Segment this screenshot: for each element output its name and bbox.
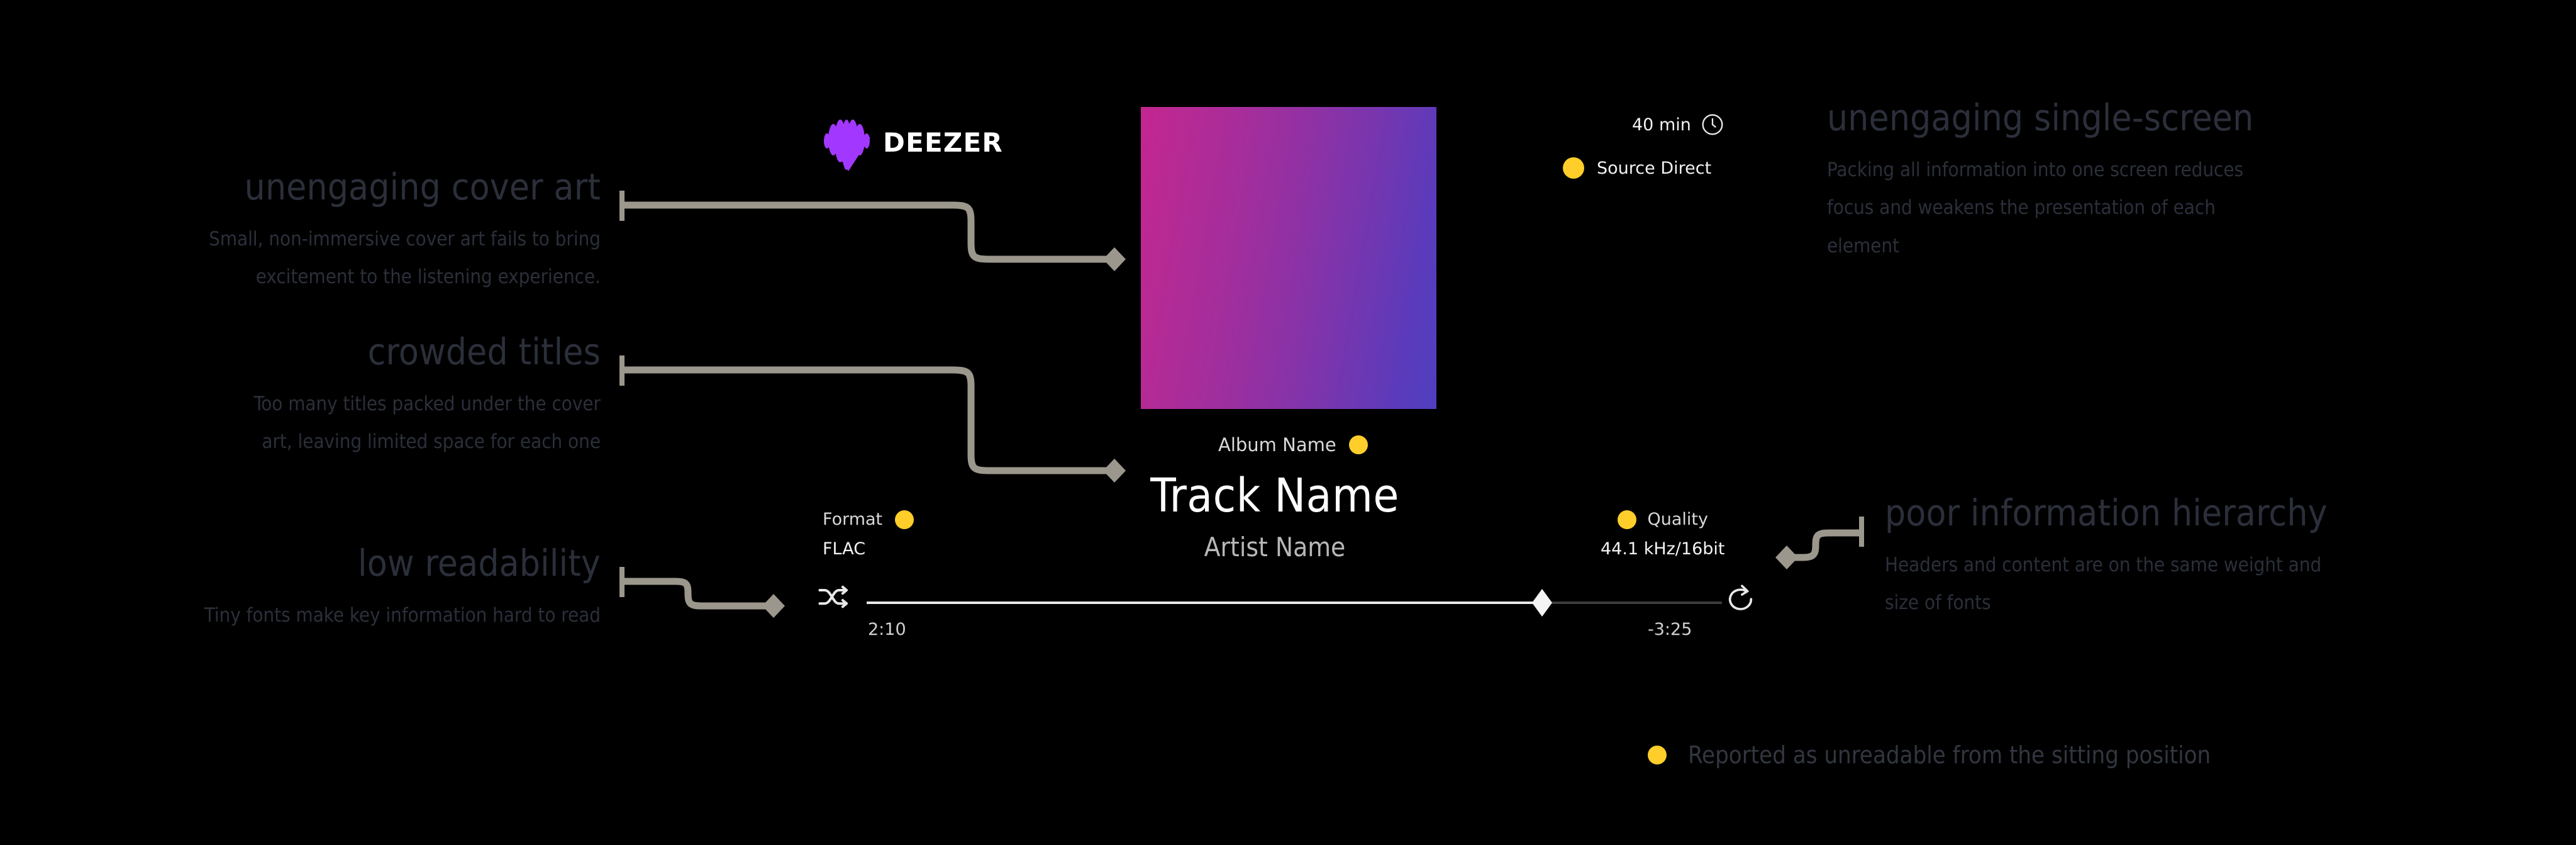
annotation-hierarchy-body: Headers and content are on the same weig…	[1885, 546, 2551, 622]
quality-label: Quality	[1647, 510, 1708, 529]
annotation-line: Small, non-immersive cover art fails to …	[209, 228, 601, 250]
clock-icon	[1702, 114, 1723, 135]
annotation-line: Too many titles packed under the cover	[253, 393, 601, 415]
quality-value: 44.1 kHz/16bit	[1601, 539, 1725, 559]
source-direct-indicator: Source Direct	[1563, 157, 1711, 179]
deezer-heart-waveform-logo	[824, 120, 870, 171]
annotation-line: size of fonts	[1885, 591, 1991, 615]
annotation-crowded-titles: crowded titles Too many titles packed un…	[0, 333, 601, 461]
annotation-line: focus and weakens the presentation of ea…	[1827, 196, 2216, 220]
annotation-line: excitement to the listening experience.	[255, 266, 601, 289]
annotation-single-screen-body: Packing all information into one screen …	[1827, 151, 2487, 265]
album-name-row: Album Name	[1218, 434, 1368, 456]
duration-label: 40 min	[1632, 115, 1691, 135]
footer-note: Reported as unreadable from the sitting …	[1648, 741, 2211, 769]
album-name-label: Album Name	[1218, 434, 1336, 456]
repeat-icon[interactable]	[1723, 581, 1758, 617]
annotation-crowded-titles-title: crowded titles	[367, 330, 601, 373]
annotation-line: Headers and content are on the same weig…	[1885, 554, 2322, 576]
format-block: Format FLAC	[823, 510, 914, 559]
track-name: Track Name	[0, 469, 2576, 523]
track-name-label: Track Name	[1150, 469, 1399, 523]
annotation-line: element	[1827, 234, 1900, 257]
annotation-hierarchy-title: poor information hierarchy	[1885, 491, 2328, 534]
progress-bar[interactable]	[867, 585, 1722, 620]
annotation-cover-art-title: unengaging cover art	[244, 165, 601, 208]
annotation-hierarchy: poor information hierarchy Headers and c…	[1885, 495, 2551, 622]
annotation-low-readability-body: Tiny fonts make key information hard to …	[0, 596, 601, 634]
annotation-line: art, leaving limited space for each one	[262, 430, 601, 454]
remaining-time: -3:25	[1648, 620, 1692, 639]
annotation-low-readability: low readability Tiny fonts make key info…	[0, 545, 601, 634]
source-direct-label: Source Direct	[1597, 158, 1712, 178]
annotation-low-readability-title: low readability	[358, 542, 601, 585]
artist-name-label: Artist Name	[1204, 532, 1346, 562]
source-direct-status-dot	[1563, 157, 1584, 179]
format-label: Format	[823, 510, 883, 529]
album-cover-art[interactable]	[1141, 107, 1436, 409]
progress-thumb[interactable]	[1532, 589, 1552, 617]
album-name-status-dot	[1348, 435, 1368, 454]
annotation-cover-art: unengaging cover art Small, non-immersiv…	[0, 169, 601, 296]
annotation-line: Tiny fonts make key information hard to …	[204, 604, 601, 627]
annotation-single-screen-title: unengaging single-screen	[1827, 96, 2254, 139]
format-value: FLAC	[823, 539, 866, 559]
footer-note-label: Reported as unreadable from the sitting …	[1688, 741, 2211, 769]
elapsed-time: 2:10	[868, 620, 906, 639]
annotation-crowded-titles-body: Too many titles packed under the cover a…	[0, 385, 601, 461]
annotation-cover-art-body: Small, non-immersive cover art fails to …	[0, 220, 601, 296]
quality-status-dot	[1617, 510, 1636, 529]
deezer-wordmark: DEEZER	[883, 126, 1003, 158]
deezer-logo: DEEZER	[824, 113, 1003, 171]
quality-block: Quality 44.1 kHz/16bit	[1601, 510, 1725, 559]
artist-name: Artist Name	[0, 532, 2576, 562]
playback-duration: 40 min	[1632, 112, 1725, 137]
shuffle-icon[interactable]	[816, 580, 855, 619]
footer-status-dot	[1648, 746, 1667, 764]
annotation-line: Packing all information into one screen …	[1827, 159, 2244, 181]
annotation-single-screen: unengaging single-screen Packing all inf…	[1827, 99, 2487, 265]
format-status-dot	[895, 510, 914, 529]
